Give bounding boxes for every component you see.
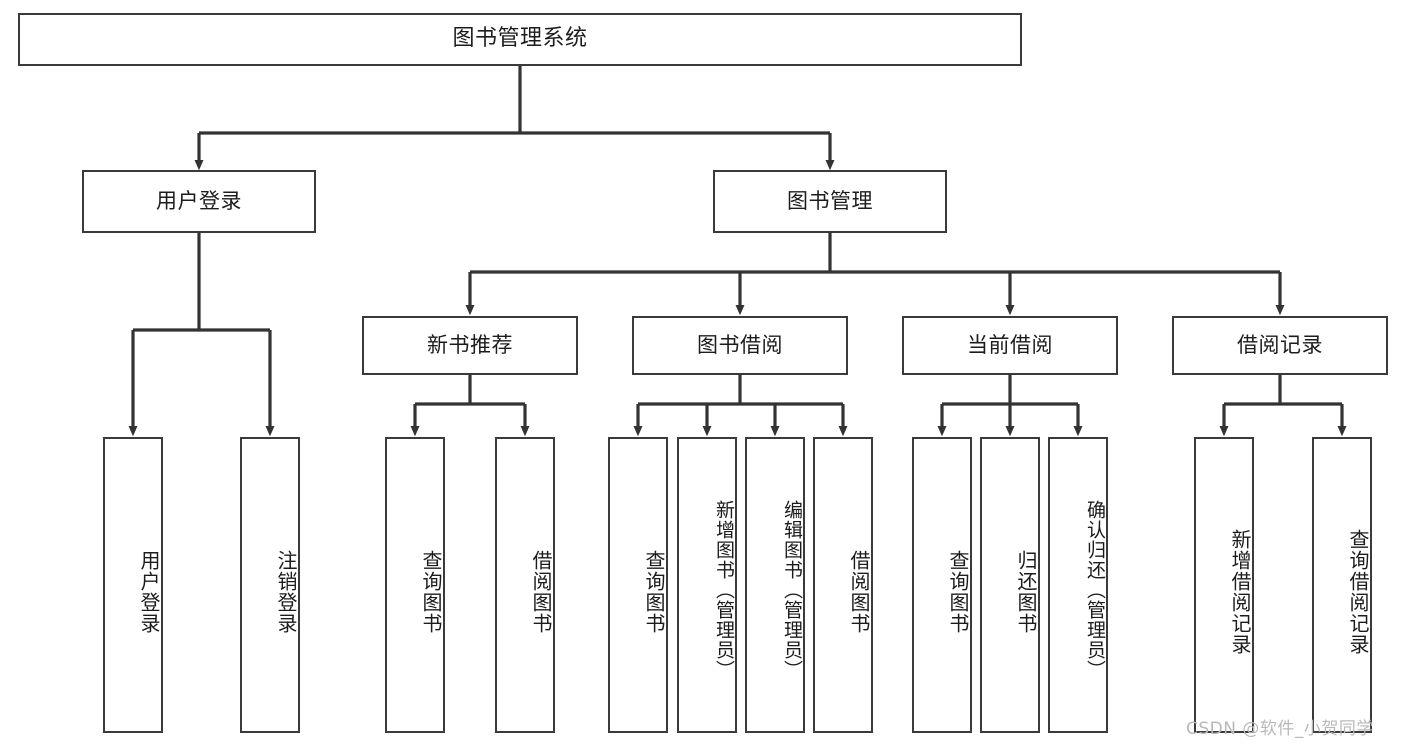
leaf-user-login-logout[interactable]: 注销登录 [240, 437, 300, 733]
node-root-book-management-system[interactable]: 图书管理系统 [18, 13, 1022, 66]
leaf-new-book-query-book[interactable]: 查询图书 [385, 437, 445, 733]
leaf-current-borrow-confirm-return-admin[interactable]: 确认归还（管理员） [1048, 437, 1108, 733]
node-current-borrow[interactable]: 当前借阅 [902, 316, 1118, 375]
leaf-book-borrow-add-book-admin[interactable]: 新增图书（管理员） [677, 437, 737, 733]
leaf-new-book-borrow-book[interactable]: 借阅图书 [495, 437, 555, 733]
leaf-book-borrow-edit-book-admin[interactable]: 编辑图书（管理员） [745, 437, 805, 733]
leaf-book-borrow-borrow-book[interactable]: 借阅图书 [813, 437, 873, 733]
node-user-login[interactable]: 用户登录 [82, 170, 316, 233]
node-borrow-record[interactable]: 借阅记录 [1172, 316, 1388, 375]
leaf-book-borrow-query-book[interactable]: 查询图书 [608, 437, 668, 733]
node-new-book-recommend[interactable]: 新书推荐 [362, 316, 578, 375]
leaf-current-borrow-return-book[interactable]: 归还图书 [980, 437, 1040, 733]
csdn-watermark: CSDN @软件_小贺同学 [1186, 719, 1374, 739]
leaf-borrow-record-add-record[interactable]: 新增借阅记录 [1194, 437, 1254, 733]
leaf-current-borrow-query-book[interactable]: 查询图书 [912, 437, 972, 733]
leaf-user-login-login[interactable]: 用户登录 [103, 437, 163, 733]
node-book-borrow[interactable]: 图书借阅 [632, 316, 848, 375]
node-book-management[interactable]: 图书管理 [713, 170, 947, 233]
leaf-borrow-record-query-record[interactable]: 查询借阅记录 [1312, 437, 1372, 733]
